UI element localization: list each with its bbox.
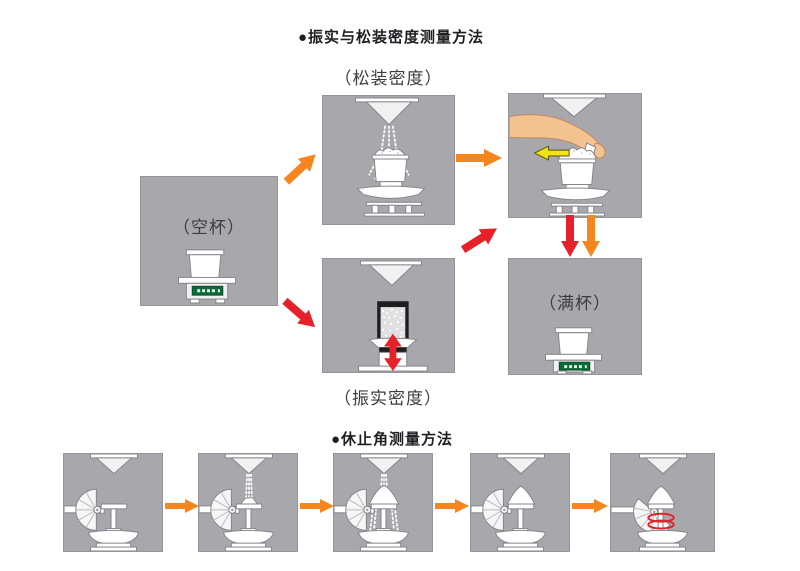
flow-arrow-empty-to-tapped [282, 297, 316, 328]
base-plate-lower [638, 546, 687, 551]
base-plate-lower [89, 546, 138, 551]
tray-icon [356, 185, 426, 199]
repose-arrow-3 [435, 499, 469, 513]
tray-icon [636, 529, 689, 545]
base-plate-lower [496, 546, 545, 551]
flow-arrows-scrape-to-full [561, 215, 600, 257]
repose-step-5-illustration [611, 454, 689, 551]
funnel-icon [359, 454, 408, 475]
repose-step-4 [470, 453, 570, 552]
tray-icon [87, 529, 140, 545]
panel-tapped-density [322, 258, 455, 373]
powder-stream-icon [245, 473, 253, 501]
protractor-icon [210, 488, 240, 531]
empty-cup-illustration [177, 249, 237, 304]
repose-arrow-4 [572, 499, 608, 513]
repose-section-title: ●休止角测量方法 [331, 431, 454, 448]
panel-scraping [508, 93, 642, 218]
down-arrow-orange [582, 215, 600, 257]
balance-scale-icon [545, 353, 603, 374]
loose-density-caption: （松装密度） [334, 69, 443, 88]
repose-step-1 [63, 453, 163, 552]
density-section-title: ●振实与松装密度测量方法 [298, 29, 485, 46]
base-plate [644, 542, 681, 548]
funnel-icon [543, 94, 606, 118]
tapped-density-caption: （振实密度） [334, 389, 442, 408]
funnel-icon [638, 454, 687, 475]
sample-platform-icon [100, 503, 128, 533]
leveling-direction-arrow-icon [533, 145, 570, 161]
funnel-icon [496, 454, 545, 475]
repose-step-1-illustration [64, 454, 140, 551]
flow-arrow-empty-to-loose [283, 154, 316, 185]
base-plate [502, 542, 539, 548]
base-plate-lower [359, 546, 408, 551]
powder-cone-icon [506, 485, 536, 505]
repose-step-5 [610, 453, 715, 552]
protractor-icon [482, 488, 512, 531]
flow-arrow-tapped-to-scrape [460, 228, 497, 253]
panel-full-cup: （满杯） [508, 258, 642, 375]
funnel-icon [89, 454, 138, 475]
empty-cup-label: （空杯） [173, 218, 245, 237]
down-arrow-red [561, 215, 579, 257]
full-cup-label: （满杯） [539, 294, 611, 313]
balance-scale-icon [177, 276, 237, 304]
tray-icon [222, 529, 275, 545]
tray-icon [357, 529, 410, 545]
stand-icon [548, 202, 606, 217]
panel-empty-cup: （空杯） [140, 176, 278, 306]
repose-step-2 [198, 453, 298, 552]
small-powder-pile-icon [240, 496, 258, 505]
measuring-cup-icon [371, 154, 410, 190]
sample-platform-icon [507, 503, 535, 533]
panel-loose-density [322, 95, 455, 225]
scraping-illustration [509, 94, 611, 217]
funnel-icon [360, 260, 422, 287]
base-plate-lower [224, 546, 273, 551]
sample-platform-icon [235, 503, 263, 533]
stand-icon [363, 201, 425, 217]
base-plate [230, 542, 267, 548]
tray-icon [494, 529, 547, 545]
repose-step-2-illustration [199, 454, 275, 551]
repose-step-3 [333, 453, 433, 552]
flow-arrow-loose-to-scrape [456, 149, 502, 167]
tapped-density-illustration [358, 260, 428, 372]
funnel-icon [224, 454, 273, 475]
funnel-icon [355, 97, 420, 126]
full-cup-illustration [545, 327, 603, 374]
measuring-cup-icon [185, 249, 225, 278]
repose-step-3-illustration [334, 454, 410, 551]
measuring-cup-icon [557, 158, 597, 191]
repose-arrow-1 [165, 499, 199, 513]
protractor-icon [75, 488, 105, 531]
powder-cone-icon [646, 485, 676, 505]
base-plate [365, 542, 402, 548]
base-plate [95, 542, 132, 548]
repose-step-4-illustration [471, 454, 547, 551]
tapping-arrow-icon [384, 333, 402, 372]
powder-fill-texture [382, 309, 404, 338]
tray-icon [540, 187, 611, 201]
repose-arrow-2 [300, 499, 334, 513]
protractor-icon [345, 488, 375, 531]
measuring-cup-icon [554, 327, 593, 355]
loose-density-illustration [355, 97, 426, 217]
powder-cone-icon [368, 484, 400, 505]
